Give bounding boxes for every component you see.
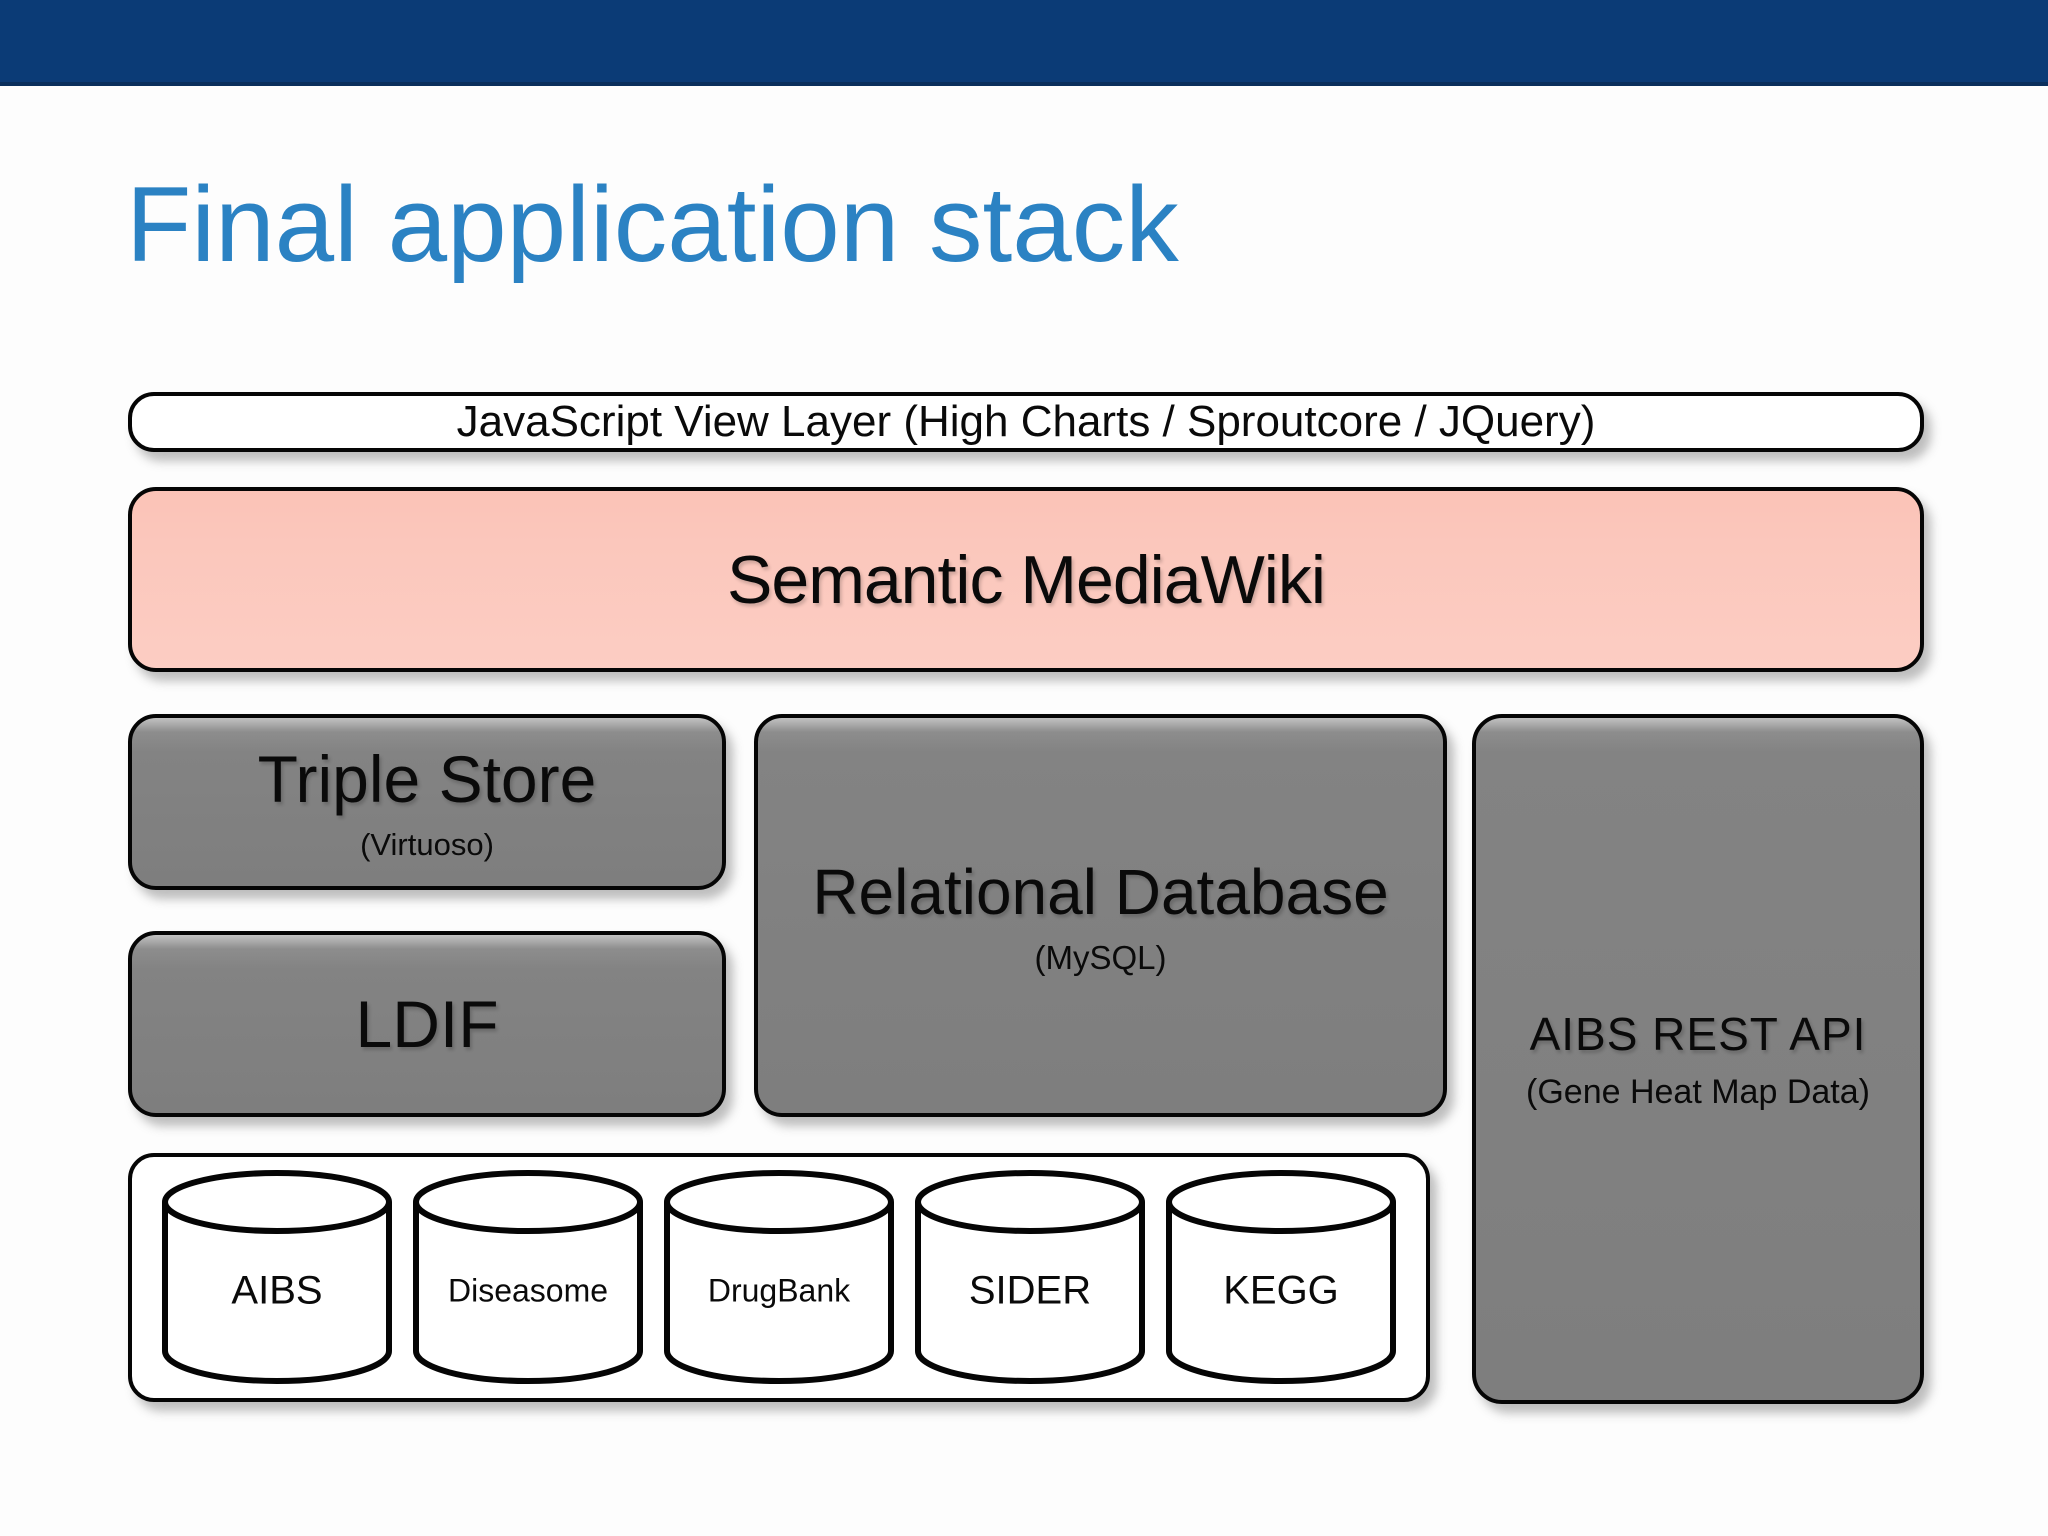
javascript-view-layer-box: JavaScript View Layer (High Charts / Spr… xyxy=(128,392,1924,452)
database-cylinder-icon xyxy=(1166,1169,1396,1384)
triple-store-box: Triple Store (Virtuoso) xyxy=(128,714,726,890)
database-cylinder-kegg: KEGG xyxy=(1162,1169,1400,1387)
triple-store-sublabel: (Virtuoso) xyxy=(360,827,494,862)
database-cylinder-diseasome: Diseasome xyxy=(409,1169,647,1387)
aibs-rest-api-label: AIBS REST API xyxy=(1529,1007,1867,1060)
database-cylinder-aibs: AIBS xyxy=(158,1169,396,1387)
semantic-mediawiki-box: Semantic MediaWiki xyxy=(128,487,1924,672)
database-label: KEGG xyxy=(1223,1268,1339,1313)
database-label: AIBS xyxy=(231,1268,323,1313)
triple-store-label: Triple Store xyxy=(257,742,597,816)
ldif-label: LDIF xyxy=(355,987,499,1061)
page-title: Final application stack xyxy=(126,164,1179,284)
database-cylinder-icon xyxy=(915,1169,1145,1384)
aibs-rest-api-sublabel: (Gene Heat Map Data) xyxy=(1526,1072,1870,1111)
javascript-view-layer-label: JavaScript View Layer (High Charts / Spr… xyxy=(456,397,1596,446)
ldif-box: LDIF xyxy=(128,931,726,1117)
database-cylinder-icon xyxy=(162,1169,392,1384)
database-cylinder-icon xyxy=(664,1169,894,1384)
header-bar xyxy=(0,0,2048,86)
database-label: SIDER xyxy=(968,1268,1092,1313)
database-cylinder-drugbank: DrugBank xyxy=(660,1169,898,1387)
relational-database-box: Relational Database (MySQL) xyxy=(754,714,1447,1117)
data-sources-container: AIBS Diseasome DrugBank SIDER xyxy=(128,1153,1430,1402)
database-cylinder-sider: SIDER xyxy=(911,1169,1149,1387)
database-cylinder-icon xyxy=(413,1169,643,1384)
relational-database-sublabel: (MySQL) xyxy=(1034,938,1167,976)
aibs-rest-api-box: AIBS REST API (Gene Heat Map Data) xyxy=(1472,714,1924,1404)
database-label: DrugBank xyxy=(707,1272,851,1309)
database-label: Diseasome xyxy=(447,1272,609,1309)
relational-database-label: Relational Database xyxy=(812,855,1389,928)
semantic-mediawiki-label: Semantic MediaWiki xyxy=(727,541,1326,618)
